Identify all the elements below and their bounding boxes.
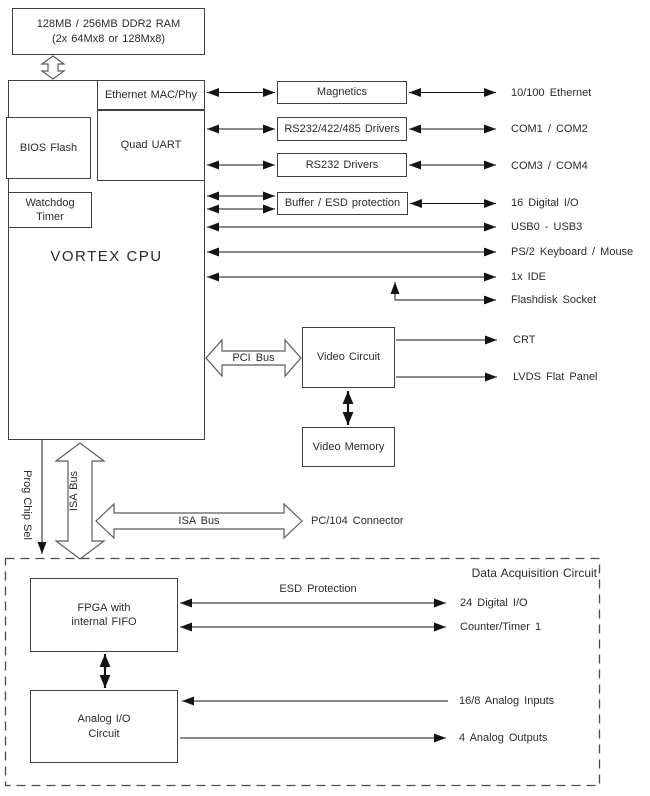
quad-uart-box: Quad UART — [97, 110, 205, 181]
fpga-line2: internal FIFO — [71, 616, 137, 628]
esd-protection-label: ESD Protection — [279, 583, 357, 595]
video-circuit-label: Video Circuit — [316, 351, 381, 364]
isa-bus-horizontal-label: ISA Bus — [178, 515, 220, 527]
buffer-esd-label: Buffer / ESD protection — [284, 197, 401, 210]
analog-io-line2: Circuit — [88, 727, 120, 740]
rs232-drivers-label: RS232 Drivers — [305, 158, 379, 171]
ram-line2: (2x 64Mx8 or 128Mx8) — [51, 32, 166, 45]
rs232-422-485-drivers-label: RS232/422/485 Drivers — [284, 122, 400, 135]
label-usb0-usb3: USB0 - USB3 — [511, 221, 583, 233]
bios-flash-box: BIOS Flash — [6, 117, 91, 179]
rs232-422-485-drivers-box: RS232/422/485 Drivers — [277, 117, 407, 141]
video-memory-label: Video Memory — [312, 440, 385, 453]
pc104-connector-label: PC/104 Connector — [311, 515, 404, 527]
daq-title: Data Acquisition Circuit — [471, 566, 597, 580]
vortex-cpu-label: VORTEX CPU — [50, 248, 163, 265]
video-memory-box: Video Memory — [302, 427, 395, 467]
isa-bus-vertical-label: ISA Bus — [68, 470, 80, 512]
isa-bus-vertical-arrow — [54, 442, 106, 560]
label-ps2-keyboard-mouse: PS/2 Keyboard / Mouse — [511, 246, 634, 258]
label-10-100-ethernet: 10/100 Ethernet — [511, 87, 592, 99]
watchdog-line2: Timer — [36, 211, 64, 223]
magnetics-box: Magnetics — [277, 81, 407, 104]
ram-bus-arrow — [40, 55, 66, 80]
label-1x-ide: 1x IDE — [511, 271, 547, 283]
label-com1-com2: COM1 / COM2 — [511, 123, 588, 135]
label-com3-com4: COM3 / COM4 — [511, 160, 588, 172]
label-analog-inputs: 16/8 Analog Inputs — [459, 695, 555, 707]
ethernet-mac-box: Ethernet MAC/Phy — [97, 80, 205, 110]
quad-uart-label: Quad UART — [120, 139, 182, 152]
watchdog-line1: Watchdog — [25, 196, 75, 209]
bios-flash-label: BIOS Flash — [19, 141, 78, 154]
hollow-bus-arrows — [40, 55, 303, 560]
label-analog-outputs: 4 Analog Outputs — [459, 732, 548, 744]
pci-bus-label: PCI Bus — [232, 352, 275, 364]
analog-io-line1: Analog I/O — [77, 713, 131, 726]
label-counter-timer-1: Counter/Timer 1 — [460, 621, 542, 633]
ram-box: 128MB / 256MB DDR2 RAM (2x 64Mx8 or 128M… — [12, 8, 205, 55]
buffer-esd-box: Buffer / ESD protection — [277, 192, 408, 215]
ram-line1: 128MB / 256MB DDR2 RAM — [36, 18, 181, 31]
watchdog-timer-box: Watchdog Timer — [8, 192, 92, 228]
pci-bus-arrow — [205, 338, 302, 378]
label-lvds-flat-panel: LVDS Flat Panel — [513, 371, 598, 383]
rs232-drivers-box: RS232 Drivers — [277, 153, 407, 177]
label-crt: CRT — [513, 334, 536, 346]
isa-bus-horizontal-arrow — [95, 502, 303, 540]
prog-chip-sel-label: Prog Chip Sel — [21, 470, 33, 540]
signal-lines — [37, 88, 497, 743]
video-circuit-box: Video Circuit — [302, 327, 395, 388]
label-flashdisk-socket: Flashdisk Socket — [511, 294, 597, 306]
label-24-digital-io: 24 Digital I/O — [460, 597, 528, 609]
fpga-box: FPGA with internal FIFO — [30, 578, 178, 652]
analog-io-box: Analog I/O Circuit — [30, 690, 178, 763]
magnetics-label: Magnetics — [316, 86, 368, 99]
daq-dashed-border — [4, 557, 601, 787]
fpga-line1: FPGA with — [77, 601, 131, 614]
ethernet-mac-label: Ethernet MAC/Phy — [104, 88, 198, 101]
label-16-digital-io: 16 Digital I/O — [511, 197, 579, 209]
